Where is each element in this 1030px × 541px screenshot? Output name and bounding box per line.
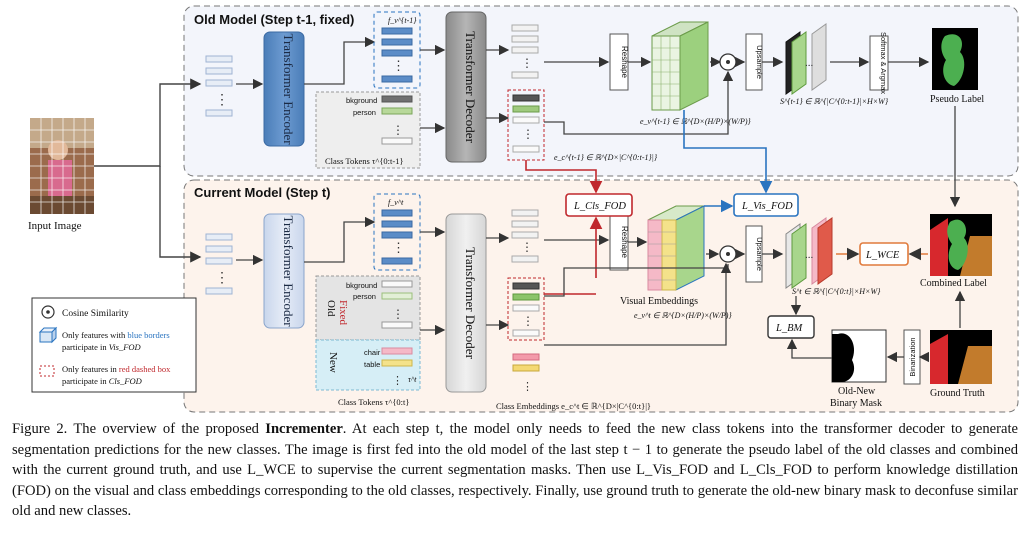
svg-text:τ^t: τ^t	[408, 375, 417, 384]
svg-text:participate in Vis_FOD: participate in Vis_FOD	[62, 342, 142, 352]
legend-blue-cube-icon	[38, 326, 58, 344]
segmentation-maps-old	[785, 23, 827, 95]
features-old-label: f_v^{t-1}	[388, 16, 417, 25]
svg-text:⋮: ⋮	[522, 381, 533, 393]
visual-embeddings-label: Visual Embeddings	[620, 296, 698, 307]
pseudo-label-image	[932, 28, 978, 90]
svg-text:chair: chair	[364, 348, 381, 357]
old-model-title: Old Model (Step t-1, fixed)	[194, 12, 354, 27]
svg-text:Upsample: Upsample	[755, 45, 764, 79]
s-old-math: S^{t-1} ∈ ℝ^{|C^{0:t-1}|×H×W}	[780, 97, 889, 106]
svg-text:⋮: ⋮	[392, 58, 405, 73]
svg-text:⋮: ⋮	[521, 56, 533, 70]
svg-text:⋮: ⋮	[215, 93, 229, 108]
old-new-mask-label-2: Binary Mask	[830, 398, 882, 409]
loss-bm	[767, 315, 815, 339]
decoder-old-label: Transformer Decoder	[463, 31, 478, 143]
transformer-decoder-new	[445, 213, 487, 393]
old-class-tokens-box	[315, 91, 421, 169]
svg-text:L_Cls_FOD: L_Cls_FOD	[573, 201, 626, 212]
loss-vis-fod	[733, 193, 799, 217]
segmentation-maps-new	[785, 217, 833, 289]
new-class-embeddings-box	[507, 277, 545, 341]
loss-wce	[859, 242, 909, 266]
new-class-tokens-title: Class Tokens τ^{0:t}	[338, 397, 409, 407]
svg-text:New: New	[327, 352, 339, 373]
decoder-new-label: Transformer Decoder	[463, 247, 478, 359]
current-model-title: Current Model (Step t)	[194, 185, 331, 200]
svg-text:bkground: bkground	[346, 96, 377, 105]
legend	[31, 297, 197, 393]
patch-tokens-old	[205, 55, 233, 117]
svg-text:⋮: ⋮	[392, 375, 403, 387]
svg-text:...: ...	[805, 57, 814, 69]
transformer-encoder-old	[263, 31, 305, 147]
svg-text:participate in Cls_FOD: participate in Cls_FOD	[62, 376, 143, 386]
encoder-new-label: Transformer Encoder	[281, 215, 296, 327]
s-new-math: S^t ∈ ℝ^{|C^{0:t}|×H×W}	[792, 287, 881, 296]
svg-text:person: person	[353, 292, 376, 301]
svg-text:L_WCE: L_WCE	[865, 250, 900, 261]
old-class-tokens-title: Class Tokens τ^{0:t-1}	[325, 156, 404, 166]
svg-text:bkground: bkground	[346, 281, 377, 290]
caption-rest: . At each step t, the model only needs t…	[12, 421, 1018, 519]
visual-embedding-cube-new	[647, 205, 705, 291]
caption-prefix: Figure 2. The overview of the proposed	[12, 421, 266, 437]
svg-text:Binarization: Binarization	[908, 337, 917, 376]
svg-text:⋮: ⋮	[521, 240, 533, 254]
ec-new-math: Class Embeddings e_c^t ∈ ℝ^{D×|C^{0:t}|}	[496, 401, 651, 411]
svg-text:⋮: ⋮	[392, 240, 405, 255]
svg-text:L_BM: L_BM	[775, 323, 804, 334]
features-old-stack	[381, 27, 413, 83]
svg-text:Upsample: Upsample	[755, 237, 764, 271]
pseudo-label-text: Pseudo Label	[930, 94, 984, 105]
svg-text:⋮: ⋮	[215, 271, 229, 286]
svg-text:Only features with blue border: Only features with blue borders	[62, 330, 170, 340]
svg-text:...: ...	[805, 249, 814, 261]
visual-embedding-cube-old	[651, 21, 709, 111]
old-new-binary-mask-image	[831, 329, 887, 383]
combined-label-image	[930, 214, 992, 276]
input-image	[30, 118, 94, 214]
transformer-decoder-old	[445, 11, 487, 163]
caption-bold: Incrementer	[265, 421, 343, 437]
ec-old-math: e_c^{t-1} ∈ ℝ^{D×|C^{0:t-1}|}	[554, 153, 658, 162]
ev-new-math: e_v^t ∈ ℝ^{D×(H/P)×(W/P)}	[634, 311, 732, 320]
figure-caption: Figure 2. The overview of the proposed I…	[12, 419, 1018, 522]
svg-text:Old: Old	[325, 300, 337, 317]
svg-text:⋮: ⋮	[522, 314, 534, 328]
loss-cls-fod	[565, 193, 633, 217]
old-model-panel	[183, 5, 1019, 177]
svg-text:Fixed: Fixed	[337, 300, 349, 326]
ground-truth-image	[930, 330, 992, 384]
svg-text:Only features in red dashed bo: Only features in red dashed box	[62, 364, 171, 374]
svg-text:⋮: ⋮	[392, 307, 404, 321]
features-new-stack	[381, 209, 413, 265]
patch-tokens-new	[205, 233, 233, 295]
input-image-label: Input Image	[28, 220, 82, 232]
svg-text:L_Vis_FOD: L_Vis_FOD	[741, 201, 793, 212]
old-class-embeddings-box	[507, 89, 545, 161]
svg-text:person: person	[353, 108, 376, 117]
transformer-encoder-new	[263, 213, 305, 329]
incrementer-diagram: Old Model (Step t-1, fixed) Current Mode…	[28, 5, 1019, 413]
softmax-argmax	[869, 35, 889, 91]
svg-text:⋮: ⋮	[392, 123, 404, 137]
svg-text:Reshape: Reshape	[620, 226, 629, 259]
svg-text:⋮: ⋮	[522, 127, 534, 141]
features-new-label: f_v^t	[388, 198, 404, 207]
svg-text:Softmax & Argmax: Softmax & Argmax	[879, 32, 888, 94]
combined-label-text: Combined Label	[920, 278, 987, 289]
ground-truth-text: Ground Truth	[930, 388, 985, 399]
svg-text:Cosine Similarity: Cosine Similarity	[62, 309, 129, 319]
svg-text:Reshape: Reshape	[620, 46, 629, 79]
old-new-mask-label-1: Old-New	[838, 386, 876, 397]
ev-old-math: e_v^{t-1} ∈ ℝ^{D×(H/P)×(W/P)}	[640, 117, 752, 126]
svg-text:table: table	[364, 360, 380, 369]
encoder-old-label: Transformer Encoder	[281, 33, 296, 145]
